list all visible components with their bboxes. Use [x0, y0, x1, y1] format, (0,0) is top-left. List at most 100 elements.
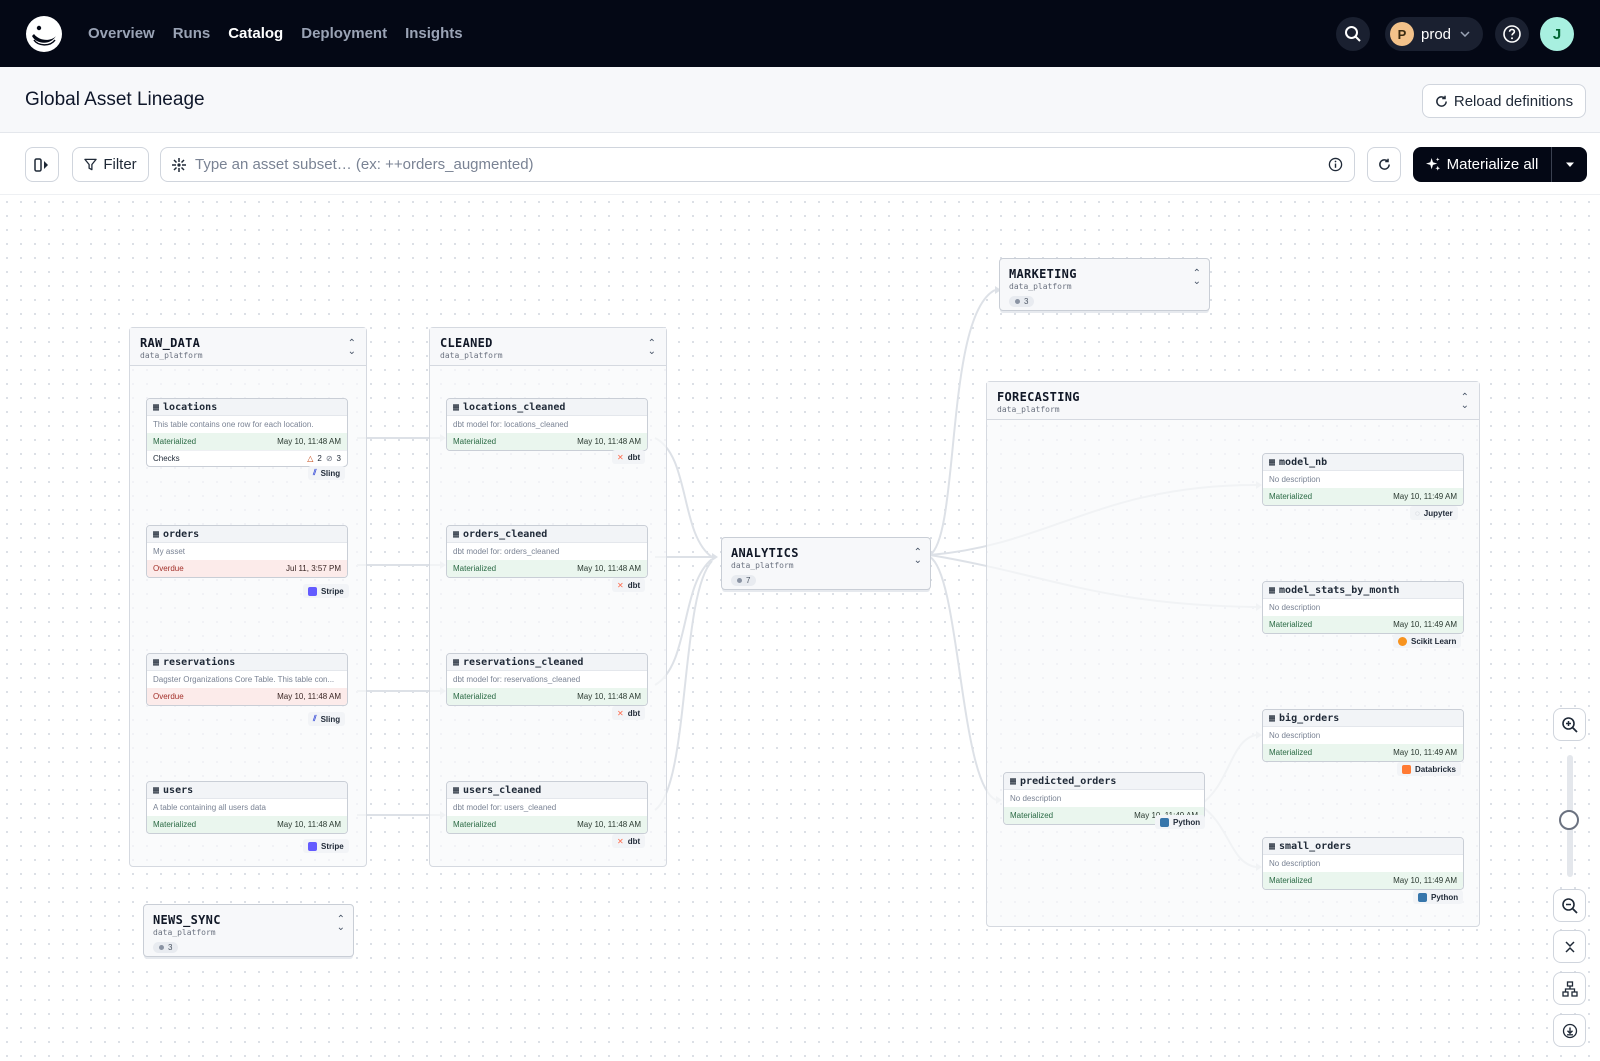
search-icon — [1345, 26, 1361, 42]
dbt-icon: ✕ — [617, 708, 624, 718]
asset-title: ▦small_orders — [1263, 838, 1463, 855]
materialize-all-label: Materialize all — [1446, 156, 1539, 173]
zoom-in-icon — [1561, 716, 1578, 733]
expand-icon[interactable]: ⌃⌄ — [913, 547, 922, 566]
collapse-icon — [1564, 940, 1575, 953]
python-icon — [1160, 817, 1169, 827]
environment-select[interactable]: P prod — [1385, 17, 1483, 51]
nav-runs[interactable]: Runs — [172, 25, 211, 42]
materialize-all-button[interactable]: Materialize all — [1413, 147, 1587, 182]
zoom-out-icon — [1561, 897, 1578, 914]
nav-catalog[interactable]: Catalog — [228, 25, 284, 42]
asset-title: ▦users_cleaned — [447, 782, 647, 799]
asset-node-small-orders[interactable]: ▦small_orders No description Materialize… — [1262, 837, 1464, 890]
jupyter-icon: ◌ — [1415, 508, 1420, 518]
download-icon — [1562, 1023, 1577, 1038]
help-button[interactable] — [1495, 17, 1529, 51]
nav-insights[interactable]: Insights — [405, 25, 463, 42]
group-location: data_platform — [731, 561, 794, 570]
asset-node-locations[interactable]: ▦locations This table contains one row f… — [146, 398, 348, 467]
asset-node-model-stats-by-month[interactable]: ▦model_stats_by_month No description Mat… — [1262, 581, 1464, 634]
table-icon: ▦ — [453, 656, 460, 668]
zoom-in-button[interactable] — [1553, 708, 1586, 741]
group-location: data_platform — [997, 405, 1060, 414]
group-analytics-collapsed[interactable]: ANALYTICS data_platform ⌃⌄ 7 — [721, 537, 931, 590]
group-header[interactable]: CLEANED data_platform ⌃⌄ — [430, 328, 666, 366]
group-name: FORECASTING — [997, 390, 1080, 404]
collapse-icon[interactable]: ⌃⌄ — [347, 338, 356, 357]
asset-node-users-cleaned[interactable]: ▦users_cleaned dbt model for: users_clea… — [446, 781, 648, 834]
python-icon — [1418, 892, 1427, 902]
asset-description: No description — [1269, 859, 1321, 868]
refresh-graph-button[interactable] — [1367, 147, 1401, 182]
kind-tag-stripe: Stripe — [303, 584, 349, 598]
search-button[interactable] — [1336, 17, 1370, 51]
nav-overview[interactable]: Overview — [88, 25, 155, 42]
asset-selection-input[interactable] — [195, 156, 1328, 173]
layout-direction-button[interactable] — [1553, 972, 1586, 1005]
stripe-icon — [308, 586, 317, 596]
asset-description: No description — [1269, 603, 1321, 612]
asset-node-orders-cleaned[interactable]: ▦orders_cleaned dbt model for: orders_cl… — [446, 525, 648, 578]
asset-description: My asset — [153, 547, 186, 556]
group-marketing-collapsed[interactable]: MARKETING data_platform ⌃⌄ 3 — [999, 258, 1210, 311]
nav-deployment[interactable]: Deployment — [301, 25, 388, 42]
info-icon[interactable] — [1328, 157, 1343, 172]
asset-count-badge: 7 — [731, 575, 757, 586]
asset-node-reservations[interactable]: ▦reservations Dagster Organizations Core… — [146, 653, 348, 706]
asset-title: ▦orders — [147, 526, 347, 543]
reload-definitions-button[interactable]: Reload definitions — [1422, 84, 1586, 118]
toolbar: Filter Materialize all — [0, 133, 1600, 195]
asset-title: ▦reservations — [147, 654, 347, 671]
asset-node-predicted-orders[interactable]: ▦predicted_orders No description Materia… — [1003, 772, 1205, 825]
refresh-icon — [1436, 95, 1447, 107]
group-news-sync-collapsed[interactable]: NEWS_SYNC data_platform ⌃⌄ 3 — [143, 904, 354, 957]
asset-node-users[interactable]: ▦users A table containing all users data… — [146, 781, 348, 834]
group-location: data_platform — [153, 928, 216, 937]
help-icon — [1503, 25, 1521, 43]
kind-tag-dbt: ✕dbt — [612, 834, 646, 848]
user-avatar[interactable]: J — [1540, 17, 1574, 51]
lineage-canvas[interactable]: RAW_DATA data_platform ⌃⌄ CLEANED data_p… — [0, 195, 1600, 1061]
kind-tag-sling: ⫽Sling — [308, 712, 346, 726]
collapse-all-groups-button[interactable] — [1553, 930, 1586, 963]
asset-description: dbt model for: reservations_cleaned — [453, 675, 581, 684]
group-header[interactable]: RAW_DATA data_platform ⌃⌄ — [130, 328, 366, 366]
group-header[interactable]: FORECASTING data_platform ⌃⌄ — [987, 382, 1479, 420]
hierarchy-icon — [1561, 980, 1578, 997]
table-icon: ▦ — [453, 528, 460, 540]
table-icon: ▦ — [1269, 584, 1276, 596]
filter-button[interactable]: Filter — [72, 147, 149, 182]
reload-label: Reload definitions — [1453, 92, 1574, 110]
group-location: data_platform — [440, 351, 503, 360]
asset-selection-search[interactable] — [160, 147, 1355, 182]
expand-icon[interactable]: ⌃⌄ — [336, 914, 345, 933]
edge — [929, 289, 996, 556]
asset-node-reservations-cleaned[interactable]: ▦reservations_cleaned dbt model for: res… — [446, 653, 648, 706]
page-title: Global Asset Lineage — [25, 89, 205, 110]
expand-icon[interactable]: ⌃⌄ — [1192, 268, 1201, 287]
asset-description: dbt model for: users_cleaned — [453, 803, 557, 812]
materialize-all-main[interactable]: Materialize all — [1413, 147, 1552, 182]
sling-icon: ⫽ — [313, 468, 317, 477]
zoom-out-button[interactable] — [1553, 889, 1586, 922]
collapse-icon[interactable]: ⌃⌄ — [647, 338, 656, 357]
download-image-button[interactable] — [1553, 1014, 1586, 1047]
table-icon: ▦ — [453, 401, 460, 413]
materialize-options-dropdown[interactable] — [1552, 147, 1587, 182]
zoom-slider-handle[interactable] — [1559, 810, 1579, 830]
collapse-icon[interactable]: ⌃⌄ — [1460, 392, 1469, 411]
asset-description: Dagster Organizations Core Table. This t… — [153, 675, 335, 684]
kind-tag-python: Python — [1413, 890, 1464, 904]
toggle-sidebar-button[interactable] — [25, 147, 59, 182]
asset-node-locations-cleaned[interactable]: ▦locations_cleaned dbt model for: locati… — [446, 398, 648, 451]
table-icon: ▦ — [153, 401, 160, 413]
asset-title: ▦model_nb — [1263, 454, 1463, 471]
dagster-logo-icon[interactable] — [24, 14, 64, 54]
asset-description: This table contains one row for each loc… — [153, 420, 314, 429]
asset-checks[interactable]: Checks△2⊘3 — [147, 450, 347, 466]
